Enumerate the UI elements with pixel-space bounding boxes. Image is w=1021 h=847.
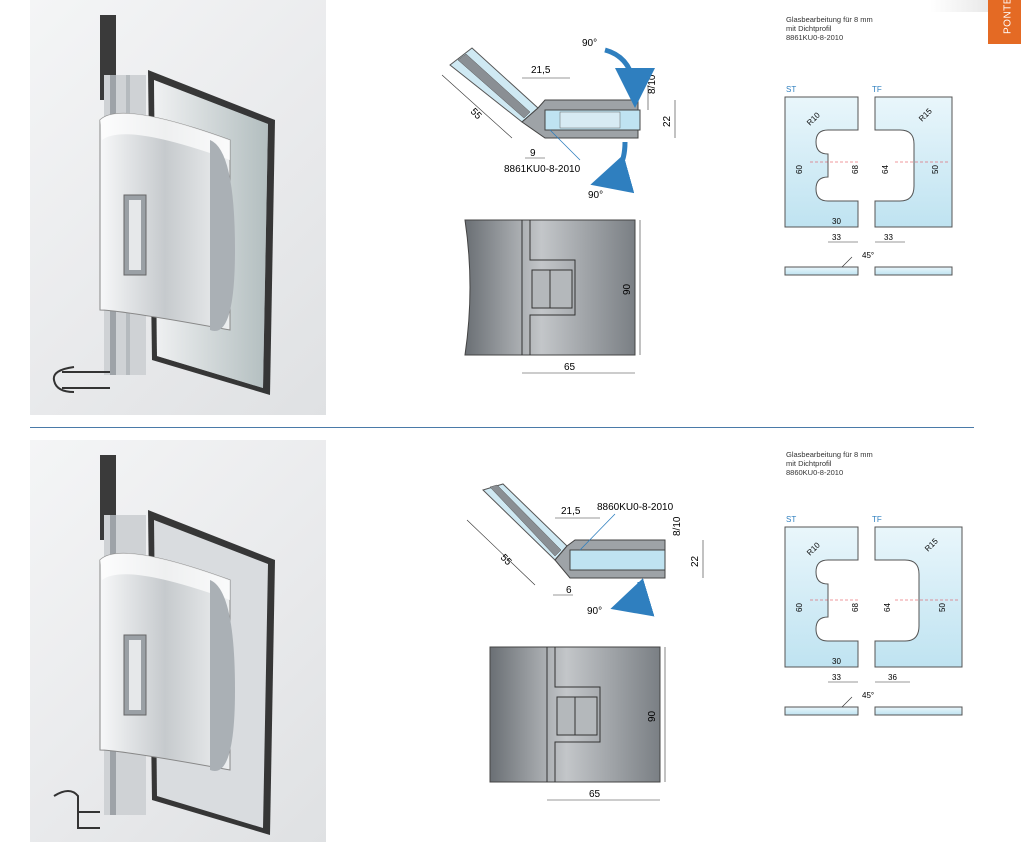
note-line-1: Glasbearbeitung für 8 mm — [786, 15, 873, 24]
tf-label: TF — [872, 515, 882, 524]
st-label: ST — [786, 515, 796, 524]
note-line-3: 8861KU0-8-2010 — [786, 33, 844, 42]
v50-label: 50 — [931, 165, 940, 174]
dim-55: 55 — [498, 552, 514, 568]
dim-90: 90 — [647, 710, 658, 722]
note-line-1: Glasbearbeitung für 8 mm — [786, 450, 873, 459]
v64-label: 64 — [881, 165, 890, 174]
hinge-render-1 — [52, 15, 275, 395]
v64-label: 64 — [883, 603, 892, 612]
plan-diagram-1: 55 21,5 8/10 22 9 8861KU0-8-2010 90° 90° — [441, 38, 676, 200]
section-divider — [30, 427, 974, 428]
v36-label: 36 — [888, 673, 897, 682]
v68-label: 68 — [851, 165, 860, 174]
dim-6: 6 — [566, 585, 572, 596]
v33-label: 33 — [832, 673, 841, 682]
st-label: ST — [786, 85, 796, 94]
tf-label: TF — [872, 85, 882, 94]
tab-shadow — [930, 0, 988, 12]
front-view-2: 90 65 — [489, 646, 666, 801]
dim-8-10: 8/10 — [672, 516, 683, 536]
angle-top-label: 90° — [582, 38, 597, 49]
dim-55: 55 — [468, 106, 484, 122]
dim-8-10: 8/10 — [647, 74, 658, 94]
product-photo-1 — [30, 0, 326, 415]
v60-label: 60 — [795, 165, 804, 174]
v33a-label: 33 — [832, 233, 841, 242]
plan-diagram-2: 55 21,5 8860KU0-8-2010 8/10 22 6 90° — [466, 483, 704, 617]
glass-processing-note-2: Glasbearbeitung für 8 mm mit Dichtprofil… — [786, 450, 873, 477]
v60-label: 60 — [795, 603, 804, 612]
dim-9: 9 — [530, 148, 536, 159]
product-photo-2 — [30, 440, 326, 842]
dim-21-5: 21,5 — [531, 65, 551, 76]
v50-label: 50 — [938, 603, 947, 612]
dim-90: 90 — [622, 283, 633, 295]
section-tab-label: PONTE — [1002, 0, 1014, 35]
part-number-label: 8860KU0-8-2010 — [597, 502, 674, 513]
v30-label: 30 — [832, 217, 841, 226]
front-view-1: 90 65 — [464, 219, 641, 374]
glass-processing-note-1: Glasbearbeitung für 8 mm mit Dichtprofil… — [786, 15, 873, 42]
dim-65: 65 — [589, 789, 601, 800]
v33b-label: 33 — [884, 233, 893, 242]
angle-45-label: 45° — [862, 251, 874, 260]
v68-label: 68 — [851, 603, 860, 612]
part-number-label: 8861KU0-8-2010 — [504, 164, 581, 175]
angle-45-label: 45° — [862, 691, 874, 700]
dim-65: 65 — [564, 362, 576, 373]
angle-bottom-label: 90° — [588, 190, 603, 200]
note-line-2: mit Dichtprofil — [786, 24, 832, 33]
v30-label: 30 — [832, 657, 841, 666]
glass-cutout-diagram-2: ST TF R10 R15 60 68 64 50 30 33 36 45° — [784, 515, 963, 716]
note-line-2: mit Dichtprofil — [786, 459, 832, 468]
dim-22: 22 — [662, 115, 673, 127]
dim-21-5: 21,5 — [561, 506, 581, 517]
glass-cutout-diagram-1: ST TF R10 R15 60 68 64 50 30 33 33 45° — [784, 85, 953, 276]
section-tab[interactable]: PONTE — [988, 0, 1021, 44]
hinge-render-2 — [53, 455, 275, 835]
angle-bottom-label: 90° — [587, 606, 602, 617]
note-line-3: 8860KU0-8-2010 — [786, 468, 844, 477]
dim-22: 22 — [690, 555, 701, 567]
